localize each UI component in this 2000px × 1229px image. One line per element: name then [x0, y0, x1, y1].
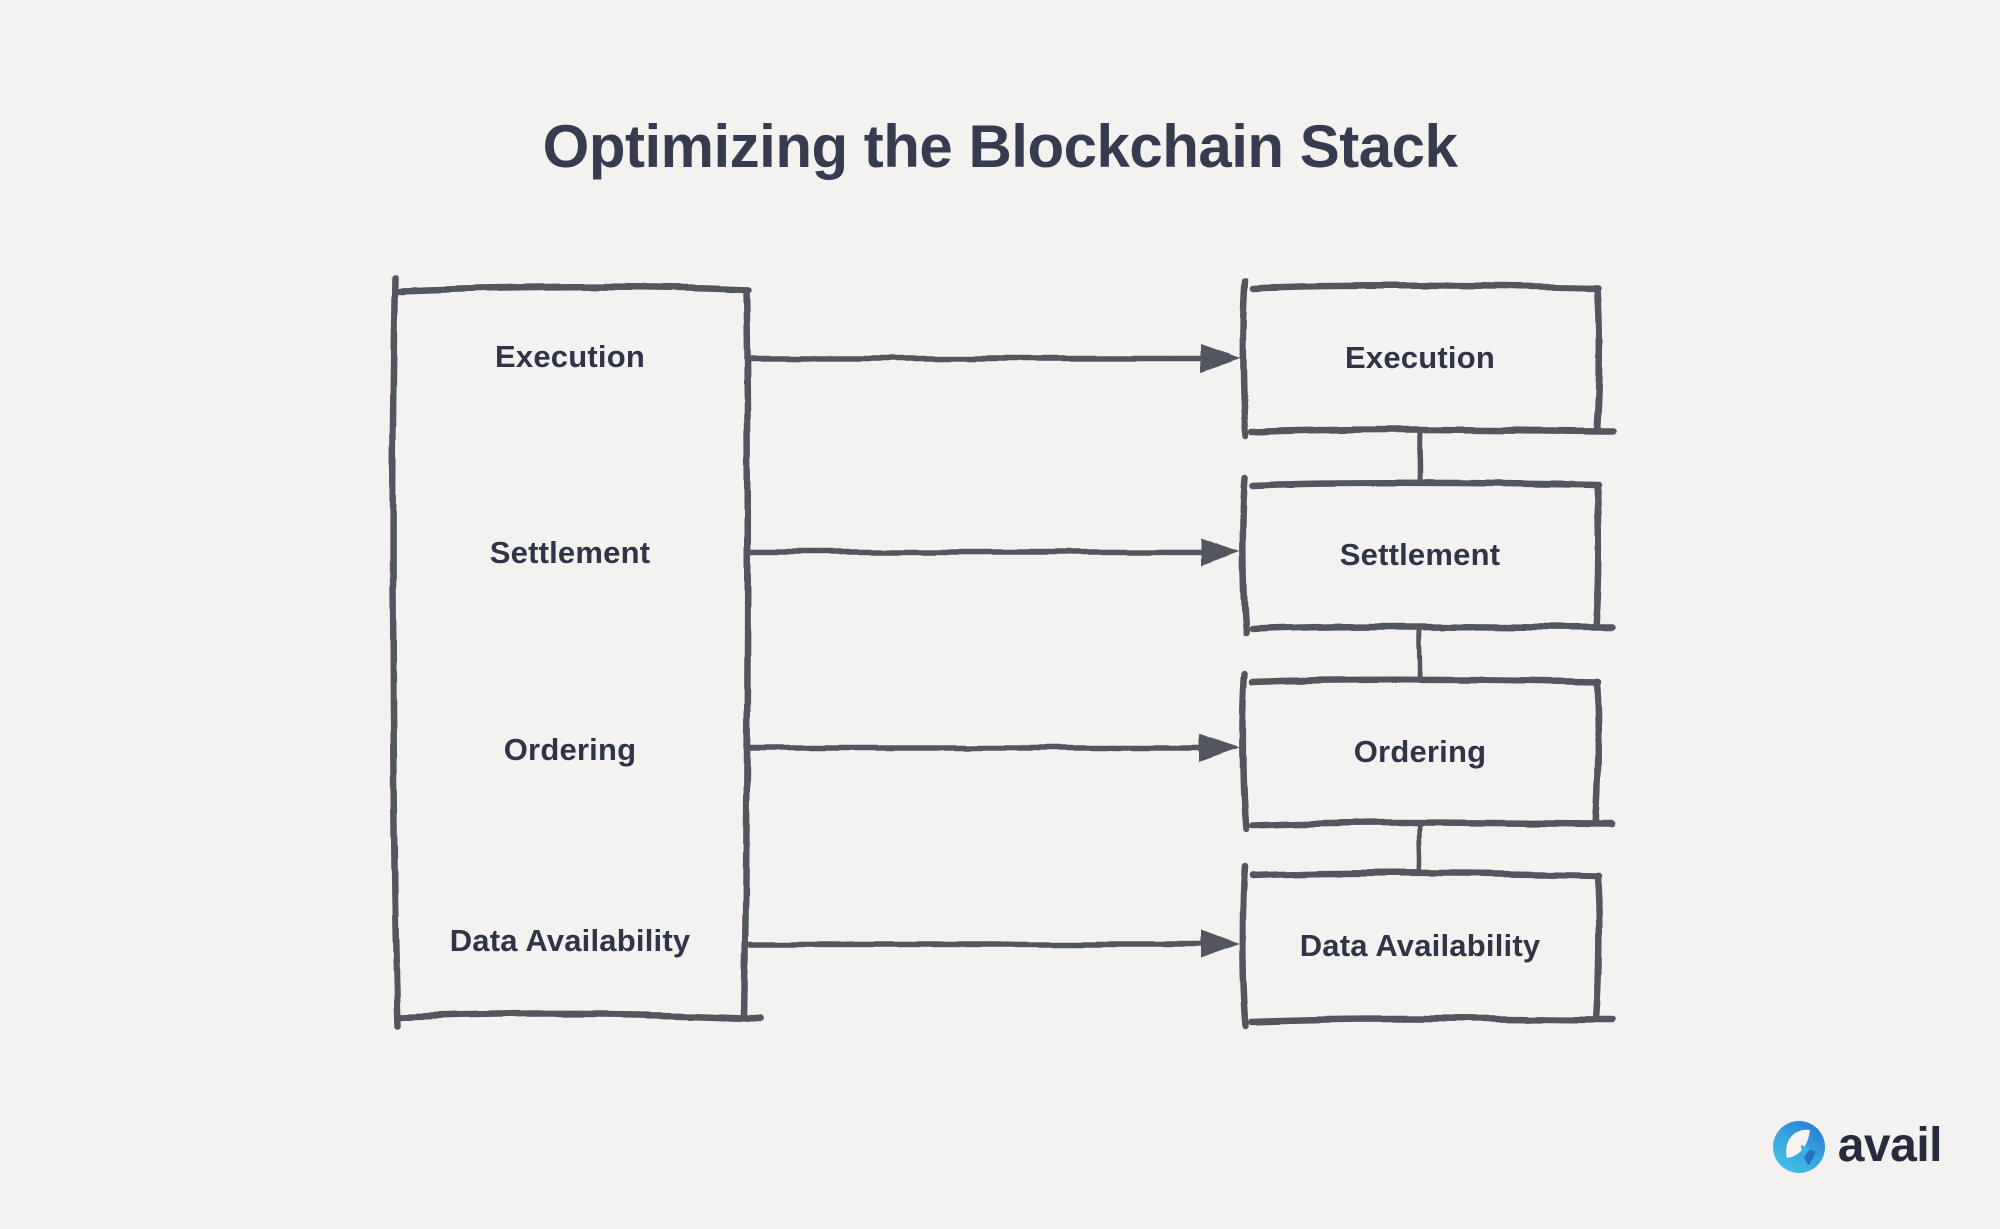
label-right-ordering: Ordering: [1353, 734, 1487, 769]
label-right-execution: Execution: [1345, 340, 1495, 375]
connector-ordering-data-availability: [1417, 823, 1423, 875]
arrow-settlement: [745, 538, 1240, 566]
connector-settlement-ordering: [1417, 627, 1423, 681]
avail-logo-icon: [1772, 1121, 1825, 1173]
avail-logo: avail: [1770, 1114, 1943, 1178]
arrow-execution: [745, 344, 1240, 372]
modular-box-settlement: [1239, 473, 1616, 637]
monolithic-stack-box: [389, 274, 764, 1030]
page-title: Optimizing the Blockchain Stack: [542, 113, 1458, 180]
avail-logo-text: avail: [1837, 1119, 1943, 1172]
label-left-settlement: Settlement: [489, 535, 651, 570]
label-left-execution: Execution: [495, 339, 645, 374]
modular-box-execution: [1239, 276, 1616, 440]
modular-box-data-availability: [1239, 864, 1616, 1029]
label-left-data-availability: Data Availability: [449, 923, 691, 958]
arrow-data-availability: [745, 930, 1240, 958]
label-left-ordering: Ordering: [503, 732, 637, 767]
modular-box-ordering: [1239, 670, 1616, 833]
label-right-data-availability: Data Availability: [1299, 928, 1541, 963]
arrow-ordering: [745, 734, 1240, 762]
connector-execution-settlement: [1417, 430, 1423, 484]
label-right-settlement: Settlement: [1339, 537, 1501, 572]
